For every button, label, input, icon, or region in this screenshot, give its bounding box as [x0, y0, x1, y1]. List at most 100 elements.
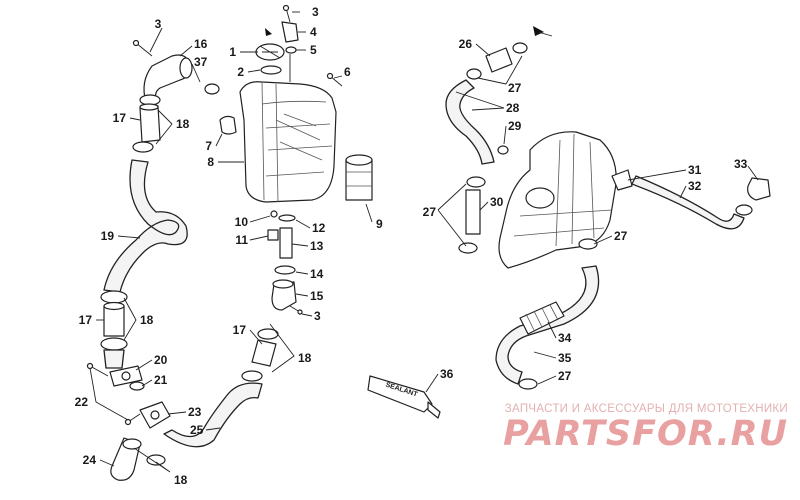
part-18-clamp-6	[146, 454, 166, 466]
label-32: 32	[688, 179, 702, 193]
label-18c: 18	[298, 351, 312, 365]
part-27-clamp-2	[466, 68, 482, 80]
part-29-grommet	[497, 145, 509, 155]
label-15: 15	[310, 289, 324, 303]
part-8-reservoir	[239, 81, 337, 203]
label-34: 34	[558, 331, 572, 345]
label-10: 10	[235, 215, 249, 229]
part-17-sleeve-1	[139, 105, 161, 143]
part-17-sleeve-3	[251, 339, 277, 367]
label-17a: 17	[113, 111, 127, 125]
part-18-clamp-5	[122, 438, 142, 450]
part-4-elbow	[281, 21, 299, 43]
part-15-fitting	[271, 281, 297, 311]
part-30-sleeve	[465, 189, 481, 235]
part-18-clamp-2	[132, 141, 154, 153]
part-27-clamp-6	[578, 238, 598, 250]
label-6: 6	[344, 65, 351, 79]
part-26-sleeve	[485, 47, 513, 73]
label-36: 36	[440, 367, 454, 381]
label-31: 31	[688, 163, 702, 177]
label-27a: 27	[508, 81, 522, 95]
label-17c: 17	[233, 323, 247, 337]
label-23: 23	[188, 405, 202, 419]
watermark-tagline: ЗАПЧАСТИ И АКСЕССУАРЫ ДЛЯ МОТОТЕХНИКИ	[504, 403, 788, 415]
part-18-clamp-7	[241, 370, 263, 382]
label-30: 30	[490, 195, 504, 209]
part-14-oring	[274, 265, 296, 275]
left-hose-assembly	[86, 39, 279, 481]
label-14: 14	[310, 267, 324, 281]
part-7-grommet	[219, 115, 237, 135]
part-3-head	[132, 39, 140, 47]
label-12: 12	[312, 221, 326, 235]
label-33: 33	[734, 157, 748, 171]
part-9-filter	[345, 159, 373, 201]
label-22: 22	[75, 395, 89, 409]
part-37-oring	[204, 83, 220, 95]
pointer-arrow-right	[533, 26, 544, 36]
leader-lines	[89, 11, 759, 473]
part-2-oring	[260, 65, 282, 75]
part-27-clamp-4	[458, 242, 478, 254]
part-12-oring	[278, 214, 296, 222]
label-27c: 27	[614, 229, 628, 243]
label-18a: 18	[176, 117, 190, 131]
part-17-sleeve-2	[103, 305, 125, 337]
watermark-logo: PARTSFOR.RU	[503, 414, 788, 454]
part-19-hose	[103, 159, 188, 293]
label-11: 11	[235, 233, 248, 247]
label-2: 2	[237, 65, 244, 79]
label-16: 16	[194, 37, 208, 51]
label-35: 35	[558, 351, 572, 365]
label-7: 7	[205, 139, 212, 153]
label-1: 1	[229, 45, 236, 59]
part-27-clamp-3	[466, 176, 486, 188]
label-25: 25	[190, 423, 204, 437]
part-33-elbow	[747, 177, 771, 201]
label-27d: 27	[558, 369, 572, 383]
oil-reservoir-assembly	[219, 4, 373, 315]
label-9: 9	[376, 217, 383, 231]
label-3a: 3	[155, 17, 162, 31]
part-18-clamp-3	[100, 290, 128, 304]
right-hose-assembly	[445, 42, 771, 390]
part-27-clamp-1	[512, 42, 528, 54]
label-4: 4	[310, 25, 317, 39]
part-11-plug	[267, 229, 279, 241]
label-27b: 27	[423, 205, 437, 219]
part-22-screw-1	[89, 365, 109, 377]
label-18d: 18	[174, 473, 188, 487]
part-18-clamp-4	[100, 337, 128, 351]
label-13: 13	[310, 239, 324, 253]
part-32-hose	[631, 175, 745, 230]
part-36-sealant: SEALANT	[367, 375, 441, 419]
part-16-end	[179, 57, 193, 79]
callout-labels: 1 2 3 3 3 4 5 6 7 8 9 10 11 12 13 14 15 …	[75, 5, 748, 487]
part-27-clamp-5	[735, 204, 753, 216]
part-3-screw-top	[135, 42, 153, 57]
label-19: 19	[101, 229, 115, 243]
part-21-gasket	[129, 381, 145, 391]
label-17b: 17	[79, 313, 93, 327]
label-3b: 3	[312, 5, 319, 19]
label-37: 37	[194, 55, 208, 69]
label-5: 5	[310, 43, 317, 57]
part-25-hose	[163, 382, 263, 448]
part-3-screw-lower	[297, 309, 303, 315]
label-26: 26	[459, 37, 473, 51]
part-28-hose	[445, 79, 495, 165]
label-29: 29	[508, 119, 522, 133]
part-27-clamp-7	[518, 378, 538, 390]
part-10-washer	[270, 210, 278, 218]
label-20: 20	[154, 353, 168, 367]
label-24: 24	[83, 453, 97, 467]
label-8: 8	[207, 155, 214, 169]
label-18b: 18	[140, 313, 154, 327]
label-21: 21	[154, 373, 168, 387]
part-3-screw-center	[282, 4, 290, 12]
label-28: 28	[506, 101, 520, 115]
label-3c: 3	[314, 309, 321, 323]
part-13-strainer	[279, 227, 293, 259]
